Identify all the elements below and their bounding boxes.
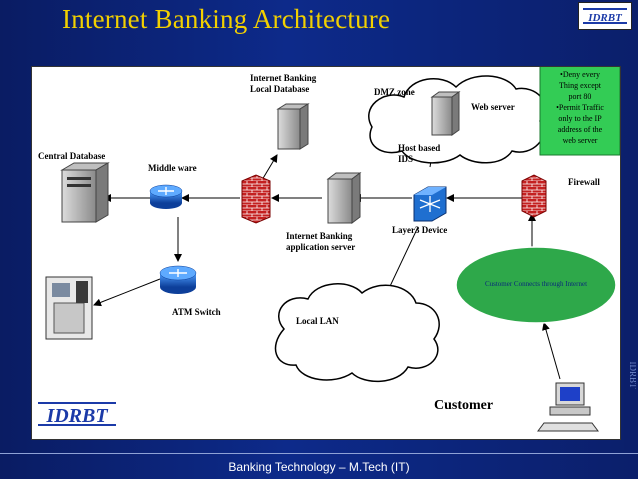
central-database-server-icon: [60, 162, 110, 223]
label-customer: Customer: [434, 398, 493, 413]
label-local-db-1: Internet Banking: [250, 73, 317, 83]
architecture-diagram: Central Database Middle ware Internet Ba…: [38, 64, 621, 432]
label-customer-connects: Customer Connects through Internet: [485, 280, 587, 288]
label-local-lan: Local LAN: [296, 316, 339, 326]
side-logo-text: IDRBT: [628, 362, 636, 390]
firewall-outer-icon: [521, 174, 547, 218]
label-middleware: Middle ware: [148, 163, 197, 173]
app-server-icon: [326, 172, 362, 224]
internet-ellipse: [455, 246, 617, 324]
label-firewall: Firewall: [568, 177, 600, 187]
link-firewall-localdb: [261, 154, 278, 181]
label-ids-2: IDS: [398, 154, 413, 164]
label-web-server: Web server: [471, 102, 515, 112]
logo-top-text: IDRBT: [587, 12, 623, 24]
link-customer-internet: [542, 322, 561, 380]
logo-bottom-text: IDRBT: [45, 405, 108, 427]
footer-divider: [0, 453, 638, 454]
diagram-panel: Central Database Middle ware Internet Ba…: [31, 64, 621, 440]
slide-footer: Banking Technology – M.Tech (IT): [228, 460, 410, 474]
atm-switch-router-icon: [159, 265, 197, 294]
label-ids-1: Host based: [398, 143, 440, 153]
idrbt-logo-bottom: IDRBT: [38, 402, 116, 427]
local-lan-cloud: [274, 283, 440, 383]
callout-line-0: •Deny every: [560, 70, 600, 79]
firewall-inner-icon: [241, 174, 271, 224]
local-database-server-icon: [276, 103, 310, 150]
callout-line-5: address of the: [558, 125, 603, 134]
callout-line-1: Thing except: [559, 81, 602, 90]
side-logo-strip: IDRBT: [624, 300, 636, 450]
layer3-device-icon: [413, 186, 447, 222]
label-local-db-2: Local Database: [250, 84, 309, 94]
middleware-router-icon: [149, 184, 183, 209]
callout-line-3: •Permit Traffic: [556, 103, 604, 112]
customer-pc-icon: [537, 382, 599, 432]
label-atm-switch: ATM Switch: [172, 307, 221, 317]
slide-title: Internet Banking Architecture: [62, 4, 391, 34]
callout-line-6: web server: [563, 136, 598, 145]
label-app-server-1: Internet Banking: [286, 231, 353, 241]
callout-line-4: only to the IP: [558, 114, 602, 123]
connections: [93, 130, 561, 380]
label-layer3: Layer3 Device: [392, 225, 447, 235]
idrbt-logo-top: IDRBT: [578, 2, 632, 30]
link-atm-kiosk: [93, 278, 161, 307]
atm-kiosk-photo: [45, 276, 93, 340]
web-server-icon: [430, 91, 461, 136]
label-dmz: DMZ zone: [374, 87, 415, 97]
label-app-server-2: application server: [286, 242, 355, 252]
firewall-rules-callout: •Deny every Thing except port 80 •Permit…: [539, 64, 621, 156]
label-central-database: Central Database: [38, 151, 105, 161]
callout-line-2: port 80: [569, 92, 592, 101]
